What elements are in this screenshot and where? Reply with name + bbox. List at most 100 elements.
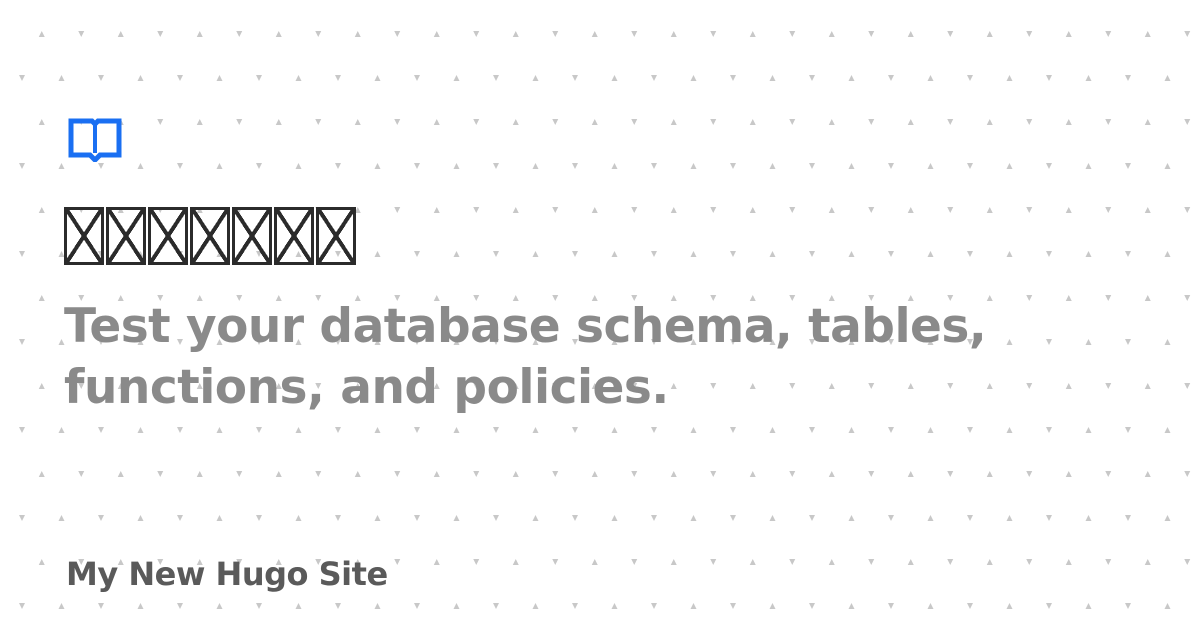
pattern-dot: [1006, 251, 1013, 257]
pattern-dot: [256, 427, 262, 433]
pattern-dot: [986, 559, 993, 565]
pattern-dot: [947, 295, 954, 301]
pattern-dot: [749, 207, 756, 213]
pattern-dot: [888, 339, 894, 345]
pattern-dot: [236, 559, 243, 565]
pattern-dot: [137, 515, 144, 521]
pattern-dot: [690, 339, 697, 345]
pattern-dot: [374, 163, 381, 169]
pattern-dot: [1085, 515, 1092, 521]
pattern-dot: [335, 603, 341, 609]
pattern-dot: [1144, 31, 1151, 37]
pattern-dot: [1105, 207, 1112, 213]
pattern-dot: [670, 471, 677, 477]
pattern-dot: [651, 75, 657, 81]
pattern-dot: [986, 383, 993, 389]
pattern-dot: [295, 339, 302, 345]
pattern-dot: [256, 163, 262, 169]
pattern-dot: [1164, 251, 1171, 257]
pattern-dot: [611, 515, 618, 521]
pattern-dot: [651, 163, 657, 169]
pattern-dot: [1046, 251, 1052, 257]
pattern-dot: [493, 427, 499, 433]
pattern-dot: [493, 515, 499, 521]
pattern-dot: [730, 427, 736, 433]
pattern-dot: [789, 471, 796, 477]
pattern-dot: [315, 383, 322, 389]
pattern-dot: [1144, 471, 1151, 477]
pattern-dot: [1184, 207, 1191, 213]
pattern-dot: [453, 163, 460, 169]
pattern-dot: [947, 383, 954, 389]
pattern-dot: [1184, 119, 1191, 125]
pattern-dot: [651, 603, 657, 609]
pattern-dot: [1164, 603, 1171, 609]
pattern-dot: [927, 427, 934, 433]
pattern-dot: [512, 471, 519, 477]
pattern-dot: [1046, 515, 1052, 521]
pattern-dot: [828, 295, 835, 301]
pattern-dot: [433, 119, 440, 125]
pattern-dot: [414, 427, 420, 433]
pattern-dot: [591, 119, 598, 125]
pattern-dot: [453, 515, 460, 521]
pattern-dot: [848, 603, 855, 609]
pattern-dot: [374, 603, 381, 609]
pattern-dot: [868, 295, 875, 301]
pattern-dot: [98, 515, 104, 521]
title-missing-glyph: [190, 207, 230, 265]
pattern-dot: [78, 31, 85, 37]
pattern-dot: [1085, 163, 1092, 169]
page-title: [64, 207, 356, 265]
pattern-dot: [552, 471, 559, 477]
pattern-dot: [256, 603, 262, 609]
book-open-icon: [68, 118, 122, 162]
pattern-dot: [335, 515, 341, 521]
pattern-dot: [1026, 559, 1033, 565]
pattern-dot: [473, 559, 480, 565]
pattern-dot: [591, 295, 598, 301]
pattern-dot: [374, 251, 381, 257]
pattern-dot: [117, 559, 124, 565]
pattern-dot: [453, 251, 460, 257]
pattern-dot: [809, 603, 815, 609]
pattern-dot: [1125, 603, 1131, 609]
pattern-dot: [38, 295, 45, 301]
pattern-dot: [848, 427, 855, 433]
pattern-dot: [572, 75, 578, 81]
pattern-dot: [19, 251, 25, 257]
pattern-dot: [828, 559, 835, 565]
pattern-dot: [947, 119, 954, 125]
pattern-dot: [335, 427, 341, 433]
pattern-dot: [631, 31, 638, 37]
pattern-dot: [216, 75, 223, 81]
pattern-dot: [78, 295, 85, 301]
pattern-dot: [354, 31, 361, 37]
pattern-dot: [1065, 31, 1072, 37]
pattern-dot: [769, 339, 776, 345]
pattern-dot: [572, 251, 578, 257]
pattern-dot: [809, 163, 815, 169]
pattern-dot: [177, 603, 183, 609]
pattern-dot: [730, 75, 736, 81]
pattern-dot: [986, 295, 993, 301]
pattern-dot: [552, 559, 559, 565]
pattern-dot: [611, 75, 618, 81]
pattern-dot: [374, 75, 381, 81]
pattern-dot: [512, 31, 519, 37]
pattern-dot: [157, 295, 164, 301]
pattern-dot: [493, 75, 499, 81]
pattern-dot: [710, 471, 717, 477]
pattern-dot: [38, 383, 45, 389]
pattern-dot: [1006, 163, 1013, 169]
pattern-dot: [453, 427, 460, 433]
pattern-dot: [670, 31, 677, 37]
pattern-dot: [868, 119, 875, 125]
pattern-dot: [730, 515, 736, 521]
pattern-dot: [1026, 31, 1033, 37]
pattern-dot: [157, 31, 164, 37]
pattern-dot: [927, 251, 934, 257]
pattern-dot: [354, 383, 361, 389]
pattern-dot: [1105, 31, 1112, 37]
pattern-dot: [433, 295, 440, 301]
